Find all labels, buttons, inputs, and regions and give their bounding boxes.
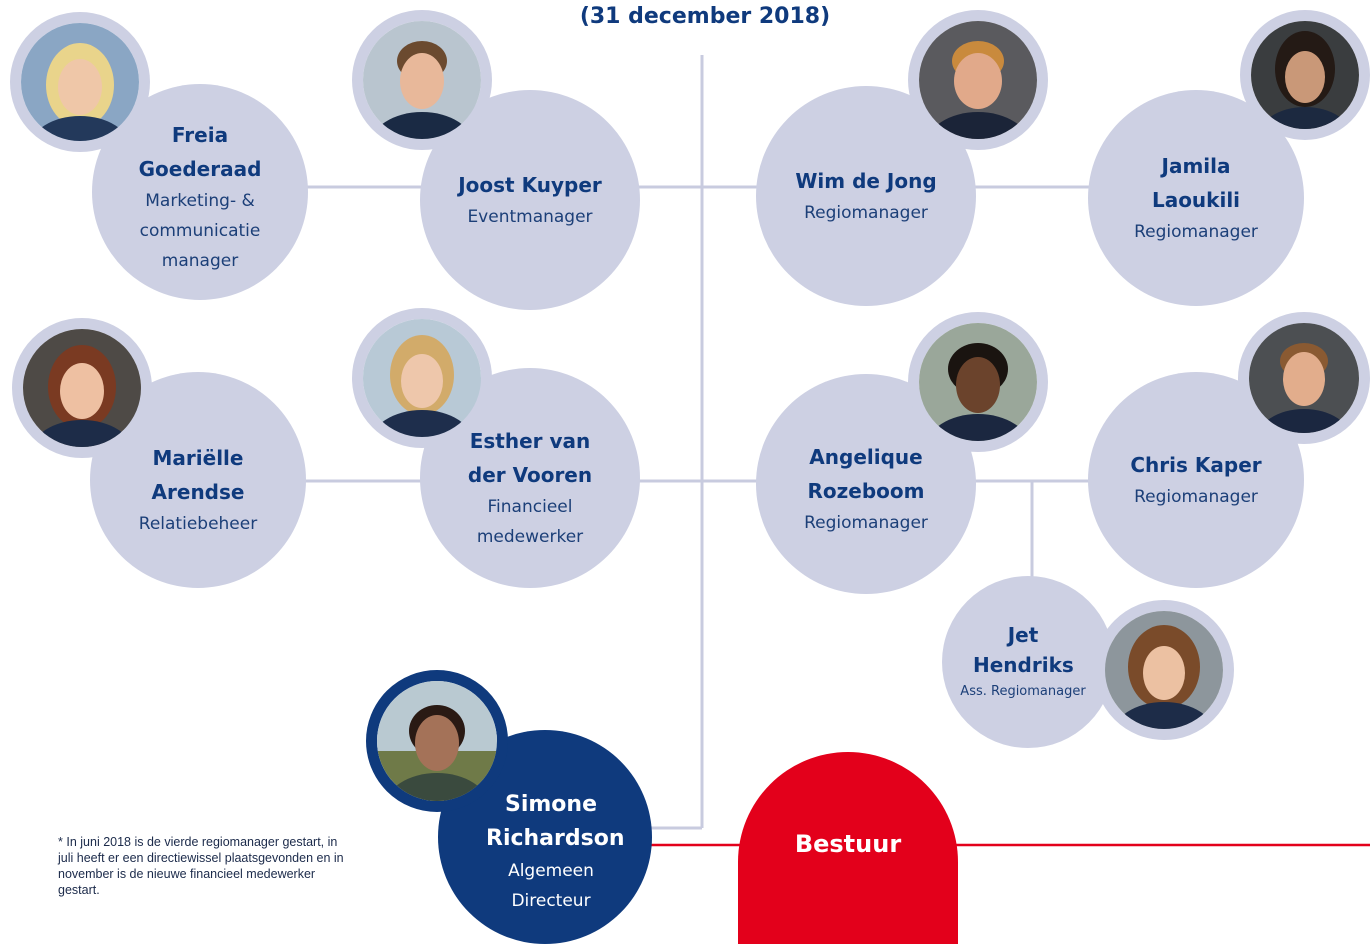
person-name: Freia Goederaad [138,123,262,181]
person-name: Angelique Rozeboom [807,445,925,503]
footnote: * In juni 2018 is de vierde regiomanager… [58,834,348,898]
person-role: Regiomanager [1134,222,1258,242]
person-name: Jamila Laoukili [1151,154,1241,212]
person-role: Eventmanager [467,207,593,227]
person-role: Algemeen Directeur [508,861,594,911]
footnote-marker: * [58,835,63,849]
person-role: Relatiebeheer [138,514,258,534]
chart-date: (31 december 2018) [579,4,831,29]
person-card-jet: Jet Hendriks Ass. Regiomanager [942,576,1114,748]
board-circle: Bestuur [738,752,958,944]
person-name: Mariëlle Arendse [151,446,245,504]
board-label: Bestuur [794,830,902,858]
footnote-text: In juni 2018 is de vierde regiomanager g… [58,835,344,897]
person-role: Financieel medewerker [476,497,584,547]
person-name: Simone Richardson [486,792,625,851]
person-card-simone: Simone Richardson Algemeen Directeur [438,730,652,944]
person-role: Regiomanager [804,513,928,533]
person-card-freia: Freia Goederaad Marketing- & communicati… [92,84,308,300]
avatar-jet [1094,600,1234,740]
person-role: Marketing- & communicatie manager [139,191,261,271]
avatar-esther [352,308,492,448]
avatar-freia [10,12,150,152]
avatar-angelique [908,312,1048,452]
avatar-marielle [12,318,152,458]
person-role: Ass. Regiomanager [960,684,1086,699]
avatar-wim [908,10,1048,150]
avatar-joost [352,10,492,150]
avatar-jamila [1240,10,1370,140]
person-role: Regiomanager [1134,487,1258,507]
avatar-chris [1238,312,1370,444]
person-role: Regiomanager [804,203,928,223]
avatar-simone [366,670,508,812]
person-name: Joost Kuyper [458,173,602,197]
person-name: Jet Hendriks [973,623,1074,677]
person-name: Chris Kaper [1130,453,1262,477]
person-name: Wim de Jong [795,169,937,193]
person-name: Esther van der Vooren [467,429,593,487]
person-card-angelique: Angelique Rozeboom Regiomanager [756,374,976,594]
